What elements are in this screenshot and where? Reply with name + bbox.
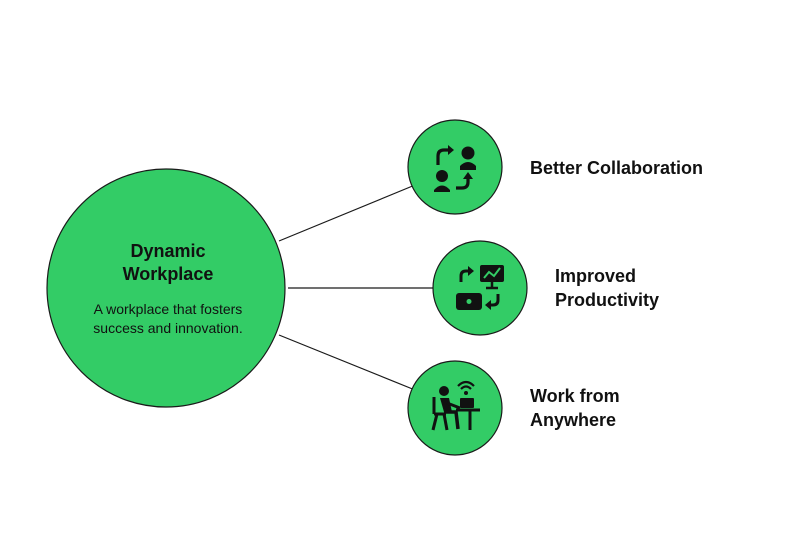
center-node-circle xyxy=(46,168,286,408)
branch-label-productivity: Improved Productivity xyxy=(555,264,659,312)
connector-line-anywhere xyxy=(278,334,416,391)
center-title-line2: Workplace xyxy=(122,264,214,284)
branch-label-line2: Anywhere xyxy=(530,410,617,430)
center-description: A workplace that fosters success and inn… xyxy=(58,300,278,338)
branch-node-productivity xyxy=(432,240,528,336)
center-title: Dynamic Workplace xyxy=(48,240,288,286)
branch-label-anywhere: Work from Anywhere xyxy=(530,384,620,432)
branch-label-line1: Work from xyxy=(530,386,620,406)
center-title-line1: Dynamic xyxy=(130,241,206,261)
center-desc-line1: A workplace that fosters xyxy=(93,301,243,317)
branch-node-collaboration xyxy=(407,119,503,215)
branch-node-anywhere xyxy=(407,360,503,456)
branch-label-line1: Better Collaboration xyxy=(530,158,704,178)
productivity-exchange-icon xyxy=(456,265,504,310)
center-desc-line2: success and innovation. xyxy=(93,320,243,336)
branch-label-line2: Productivity xyxy=(555,290,660,310)
remote-work-icon xyxy=(431,380,480,431)
branch-label-collaboration: Better Collaboration xyxy=(530,156,703,180)
collaboration-exchange-icon xyxy=(434,145,476,192)
branch-label-line1: Improved xyxy=(555,266,637,286)
connector-line-collaboration xyxy=(278,184,416,242)
